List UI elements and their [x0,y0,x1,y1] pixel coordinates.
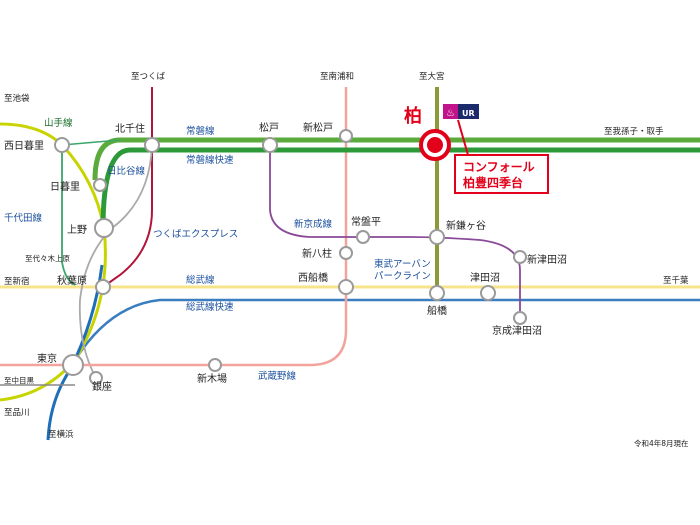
label-shintsudanuma: 新津田沼 [527,253,567,266]
label-tokiwadaira: 常盤平 [351,215,381,228]
dest-tsukuba: 至つくば [131,72,166,82]
line-label-joban: 常磐線 [186,125,215,137]
line-label-sobu-rapid: 総武線快速 [186,301,234,313]
dest-chiba: 至千葉 [663,275,689,286]
label-ginza: 銀座 [92,380,112,393]
station-shinkiba-marker[interactable] [208,358,222,372]
label-shinyahashira: 新八柱 [302,247,332,260]
station-shinkamagaya-marker[interactable] [429,229,445,245]
station-shinyahashira-marker[interactable] [339,246,353,260]
label-matsudo: 松戸 [259,121,279,134]
station-nishinippori-marker[interactable] [54,137,70,153]
property-name-line2: 柏豊四季台 [463,175,523,190]
keihin-line [46,264,104,441]
station-ueno-marker[interactable] [94,218,114,238]
station-kashiwa-inner [427,137,443,153]
label-shinkiba: 新木場 [197,372,227,385]
callout-pointer [457,119,469,156]
property-name-line1: コンフォール [463,160,535,174]
station-matsudo-marker[interactable] [262,137,278,153]
joban-line [100,147,700,229]
dest-shinagawa: 至品川 [4,408,30,418]
station-shinmatsudo-marker[interactable] [339,129,353,143]
label-nishifunabashi: 西船橋 [298,271,328,284]
dest-shinjuku: 至新宿 [4,276,30,287]
hibiya-line-main [78,144,153,379]
line-label-hibiya: 日比谷線 [107,165,146,177]
line-label-sobu: 総武線 [186,274,215,286]
label-nishinippori: 西日暮里 [4,139,44,152]
station-keiseitsudanuma-marker[interactable] [513,311,527,325]
station-akihabara-marker[interactable] [95,279,111,295]
station-nippori-marker[interactable] [93,178,107,192]
label-nippori: 日暮里 [50,180,80,193]
line-label-tobu-1: 東武アーバン [374,258,431,270]
line-label-tsukuba-express: つくばエクスプレス [153,229,238,240]
label-ueno: 上野 [67,224,87,236]
label-kitasenju: 北千住 [115,122,145,135]
ur-logo: ♨ UR [443,104,479,119]
line-label-joban-rapid: 常磐線快速 [186,154,234,166]
sobu-rapid-line [73,298,700,361]
property-callout-box [454,154,549,194]
nishinippori-connector [61,139,121,146]
station-tokiwadaira-marker[interactable] [356,230,370,244]
ur-logo-mark-icon: ♨ [446,108,455,119]
dest-yokohama: 至横浜 [48,429,74,440]
date-note: 令和4年8月現在 [634,438,689,448]
label-akihabara: 秋葉原 [57,274,87,287]
station-funabashi-marker[interactable] [429,285,445,301]
station-nishifunabashi-marker[interactable] [338,279,354,295]
chiyoda-line [61,145,76,286]
dest-omiya: 至大宮 [419,71,445,82]
station-ginza-marker[interactable] [89,371,103,385]
musashino-line [0,87,348,367]
label-shinmatsudo: 新松戸 [303,121,333,134]
line-label-tobu-2: パークライン [374,271,431,282]
label-tsudanuma: 津田沼 [470,271,500,284]
label-shinkamagaya: 新鎌ヶ谷 [446,219,486,232]
station-shintsudanuma-marker[interactable] [513,250,527,264]
station-kitasenju-marker[interactable] [144,137,160,153]
label-keiseitsudanuma: 京成津田沼 [492,324,542,337]
line-label-chiyoda: 千代田線 [4,212,43,224]
dest-abiko: 至我孫子・取手 [604,126,664,137]
label-tokyo: 東京 [37,352,57,365]
dest-nakameguro: 至中目黒 [4,375,34,385]
dest-yoyogiuehara: 至代々木上原 [25,253,70,263]
label-kashiwa: 柏 [404,105,422,127]
line-label-musashino: 武蔵野線 [258,370,297,382]
ur-logo-text: UR [462,109,475,118]
dest-ikebukuro: 至池袋 [4,93,30,104]
station-tsudanuma-marker[interactable] [480,285,496,301]
tsukuba-express-line [102,87,153,288]
dest-minamiurawa: 至南浦和 [320,71,354,82]
line-label-yamanote: 山手線 [44,117,73,129]
station-tokyo-marker[interactable] [62,354,84,376]
label-funabashi: 船橋 [427,304,447,317]
line-label-shinkeisei: 新京成線 [294,218,333,230]
